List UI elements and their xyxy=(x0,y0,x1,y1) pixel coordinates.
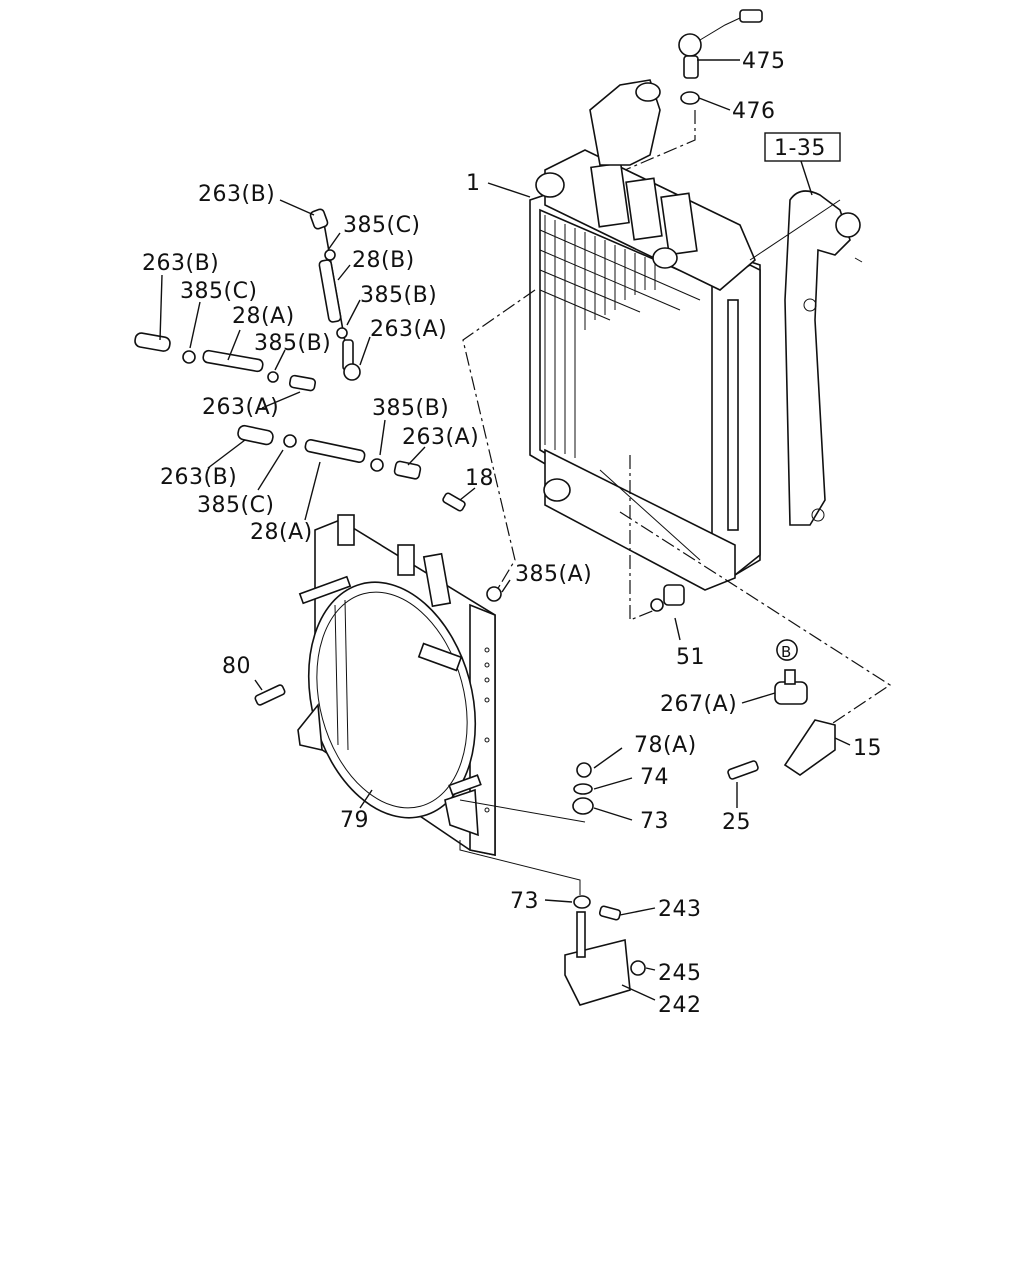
label-385c-top: 385(C) xyxy=(343,213,421,238)
label-1: 1 xyxy=(466,171,481,196)
label-28b: 28(B) xyxy=(352,248,415,273)
radiator xyxy=(529,79,761,591)
label-385b-left: 385(B) xyxy=(254,331,331,356)
label-15: 15 xyxy=(853,736,882,761)
label-475: 475 xyxy=(742,49,786,74)
label-25: 25 xyxy=(722,810,751,835)
label-263b-top: 263(B) xyxy=(198,182,275,207)
reference-box-label: 1-35 xyxy=(774,136,826,161)
reference-box xyxy=(764,132,841,162)
fan-shroud xyxy=(297,514,496,856)
label-74: 74 xyxy=(640,765,669,790)
callout-b-label: B xyxy=(781,643,792,661)
label-263a-left: 263(A) xyxy=(202,395,279,420)
label-385c-mid: 385(C) xyxy=(197,493,275,518)
label-263b-left: 263(B) xyxy=(142,251,219,276)
label-243: 243 xyxy=(658,897,702,922)
callout-b-circle xyxy=(776,639,798,661)
label-267a: 267(A) xyxy=(660,692,737,717)
label-18: 18 xyxy=(465,466,494,491)
label-79: 79 xyxy=(340,808,369,833)
upper-pipe-bracket xyxy=(784,190,863,526)
label-78a: 78(A) xyxy=(634,733,697,758)
label-476: 476 xyxy=(732,99,776,124)
label-51: 51 xyxy=(676,645,705,670)
label-28a-left: 28(A) xyxy=(232,304,295,329)
label-73-upper: 73 xyxy=(640,809,669,834)
label-80: 80 xyxy=(222,654,251,679)
label-385c-left: 385(C) xyxy=(180,279,258,304)
label-28a-mid: 28(A) xyxy=(250,520,313,545)
label-245: 245 xyxy=(658,961,702,986)
part-labels: 1-35 B 475 476 1 263(B) 385(C) 28(B) 385… xyxy=(142,49,882,1018)
label-73-lower: 73 xyxy=(510,889,539,914)
label-385a: 385(A) xyxy=(515,562,592,587)
label-263a-top: 263(A) xyxy=(370,317,447,342)
leader-lines xyxy=(159,59,892,1001)
label-263b-mid: 263(B) xyxy=(160,465,237,490)
label-385b-mid: 385(B) xyxy=(372,396,449,421)
label-263a-mid: 263(A) xyxy=(402,425,479,450)
label-242: 242 xyxy=(658,993,702,1018)
label-385b-top: 385(B) xyxy=(360,283,437,308)
